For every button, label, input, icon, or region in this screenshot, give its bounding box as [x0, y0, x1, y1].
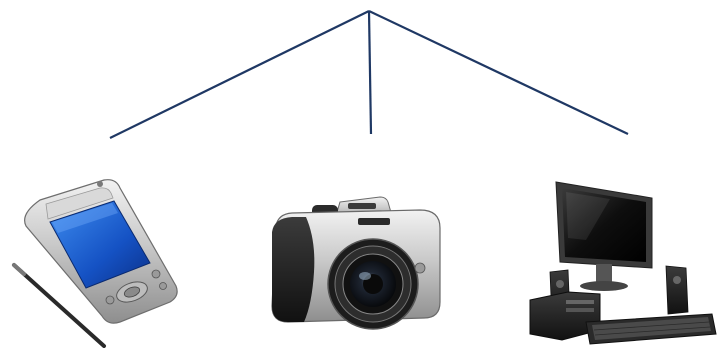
- connector-lines: [110, 11, 628, 138]
- connector-center: [369, 11, 371, 134]
- pda-icon: [14, 180, 177, 346]
- connector-left: [110, 11, 369, 138]
- connector-right: [369, 11, 628, 134]
- camera-icon: [272, 197, 440, 329]
- desktop-computer-icon: [530, 182, 716, 344]
